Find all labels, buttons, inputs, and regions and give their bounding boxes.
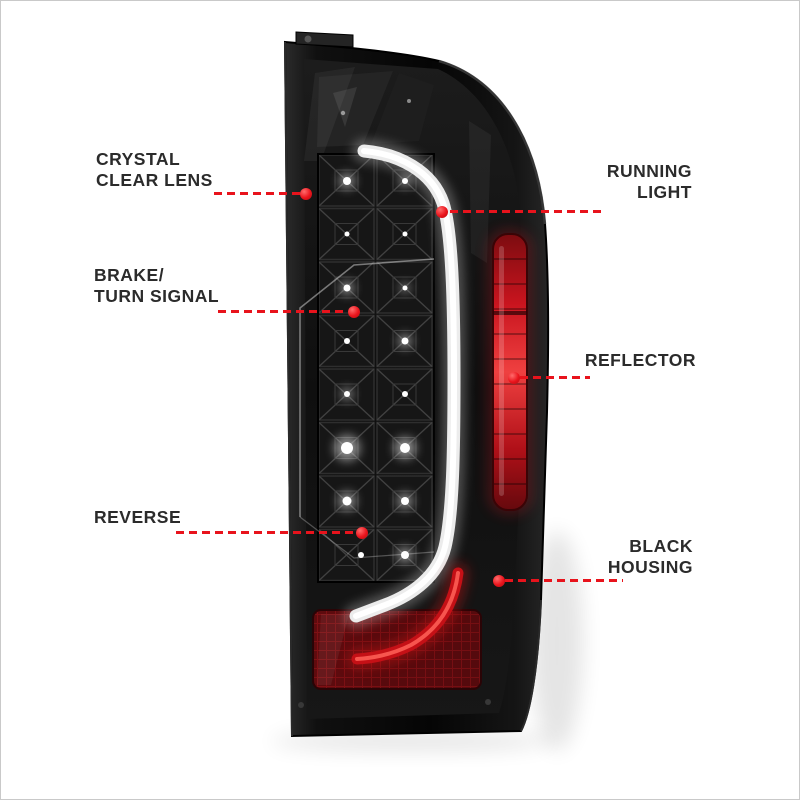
label-line: REVERSE	[94, 507, 182, 527]
label-black-housing: BLACK HOUSING	[608, 536, 693, 578]
label-crystal-clear-lens: CRYSTAL CLEAR LENS	[96, 149, 213, 191]
cast-shadow	[271, 531, 583, 751]
label-reverse: REVERSE	[94, 507, 181, 528]
leader-brake-turn-signal	[218, 310, 348, 313]
dot-running-light	[436, 206, 448, 218]
label-line: CRYSTAL	[96, 149, 181, 169]
label-line: TURN SIGNAL	[94, 286, 220, 306]
led-glints	[334, 173, 416, 563]
leader-reverse	[176, 531, 356, 534]
dot-brake-turn-signal	[348, 306, 360, 318]
leader-crystal-clear-lens	[214, 192, 302, 195]
leader-reflector	[520, 376, 590, 379]
dot-reflector	[508, 372, 520, 384]
dot-black-housing	[493, 575, 505, 587]
label-line: CLEAR LENS	[96, 170, 213, 190]
label-line: RUNNING	[606, 161, 692, 181]
dot-reverse	[356, 527, 368, 539]
leader-running-light	[450, 210, 602, 213]
leader-black-housing	[505, 579, 623, 582]
label-brake-turn-signal: BRAKE/ TURN SIGNAL	[94, 265, 219, 307]
housing-details	[295, 31, 547, 732]
label-line: BLACK	[629, 536, 693, 556]
label-line: HOUSING	[607, 557, 693, 577]
label-line: REFLECTOR	[584, 350, 696, 370]
led-grid	[299, 153, 435, 583]
label-running-light: RUNNING LIGHT	[607, 161, 692, 203]
label-reflector: REFLECTOR	[585, 350, 696, 371]
dot-crystal-clear-lens	[300, 188, 312, 200]
label-line: LIGHT	[637, 182, 692, 202]
label-line: BRAKE/	[94, 265, 165, 285]
